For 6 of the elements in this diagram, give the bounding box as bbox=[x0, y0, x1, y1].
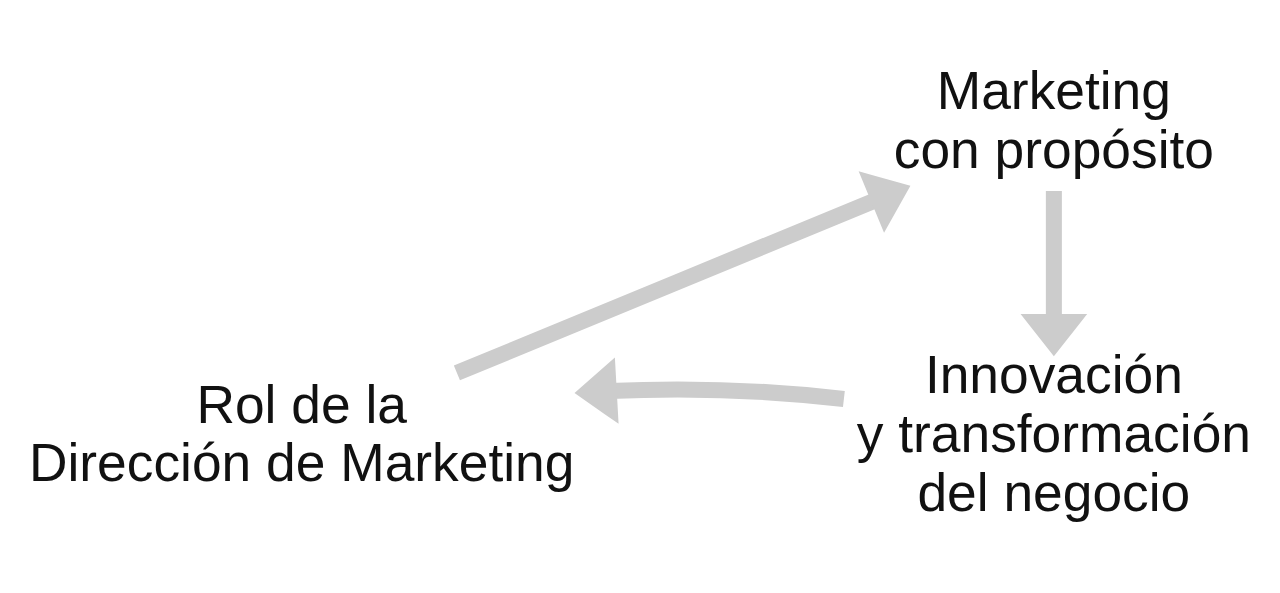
arrow bbox=[1020, 191, 1088, 357]
arrow bbox=[453, 171, 911, 381]
node-text: Innovación y transformación del negocio bbox=[856, 345, 1251, 522]
node-text: Rol de la Dirección de Marketing bbox=[29, 374, 575, 493]
node-text: Marketing con propósito bbox=[893, 60, 1214, 179]
arrow bbox=[574, 357, 845, 424]
